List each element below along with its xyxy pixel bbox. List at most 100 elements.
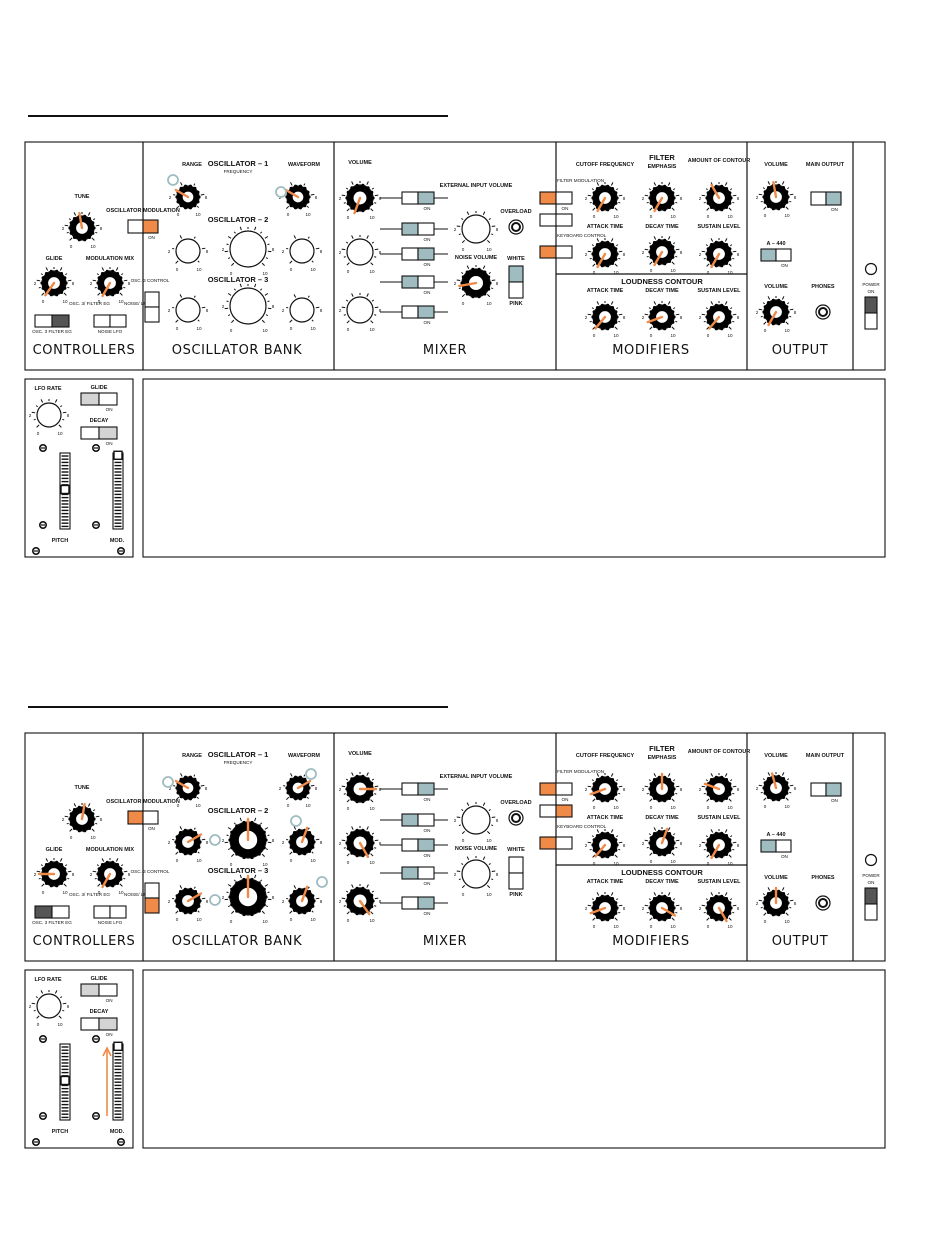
toggle-right — [51, 905, 70, 919]
decay-perf-switch[interactable]: ON — [80, 1017, 118, 1037]
mod-wheel[interactable] — [112, 1041, 124, 1121]
mod-mix-label: MODULATION MIX — [86, 847, 135, 853]
osc3-filter-eg-switch[interactable] — [34, 314, 70, 328]
decay-perf-switch[interactable]: ON — [80, 426, 118, 446]
osc3-filter-eg-switch[interactable] — [34, 905, 70, 919]
main-output-switch[interactable]: ON — [810, 782, 842, 803]
glide-perf-switch[interactable]: ON — [80, 392, 118, 412]
noise-lfo-switch[interactable] — [93, 905, 127, 919]
mixer-channel-switch-1[interactable]: ON — [401, 782, 435, 802]
osc-mod-switch[interactable]: ON — [127, 810, 159, 831]
keyboard-control-switch-1[interactable] — [539, 213, 573, 227]
power-switch[interactable] — [864, 887, 878, 921]
knob-tick — [785, 912, 789, 916]
knob-min: 2 — [454, 227, 457, 232]
knob-grip — [370, 847, 374, 851]
white-pink-switch[interactable] — [508, 856, 524, 890]
mixer-channel-switch-5[interactable]: ON — [401, 305, 435, 325]
glide-perf-switch[interactable]: ON — [80, 983, 118, 1003]
knob-grip — [614, 911, 618, 915]
white-pink-switch[interactable] — [508, 265, 524, 299]
filter-mod-switch[interactable]: ON — [539, 782, 573, 802]
knob-zero: 0 — [707, 333, 710, 338]
mixer-channel-switch-2[interactable]: ON — [401, 813, 435, 833]
mixer-channel-switch-2[interactable]: ON — [401, 222, 435, 242]
noise-lfo-switch[interactable] — [93, 314, 127, 328]
keyboard-control-switch-2[interactable] — [539, 836, 573, 850]
osc-mod-switch[interactable]: ON — [127, 219, 159, 240]
pitch-wheel[interactable] — [59, 452, 71, 530]
mod-wheel[interactable] — [112, 450, 124, 530]
a440-switch[interactable]: ON — [760, 839, 792, 859]
knob-tick — [36, 424, 40, 428]
osc1-range-badge — [162, 776, 174, 788]
keyboard-control-switch-2[interactable] — [539, 245, 573, 259]
pitch-wheel[interactable] — [59, 1043, 71, 1121]
a440-switch[interactable]: ON — [760, 248, 792, 268]
knob-tick — [789, 200, 792, 203]
knob-min: 2 — [62, 817, 65, 822]
power-switch[interactable] — [864, 296, 878, 330]
filter-mod-switch[interactable]: ON — [539, 191, 573, 211]
osc3-control-switch[interactable] — [144, 882, 160, 914]
keyboard-control-switch-1[interactable] — [539, 804, 573, 818]
osc3-control-switch[interactable] — [144, 291, 160, 323]
main-output-switch[interactable]: ON — [810, 191, 842, 212]
